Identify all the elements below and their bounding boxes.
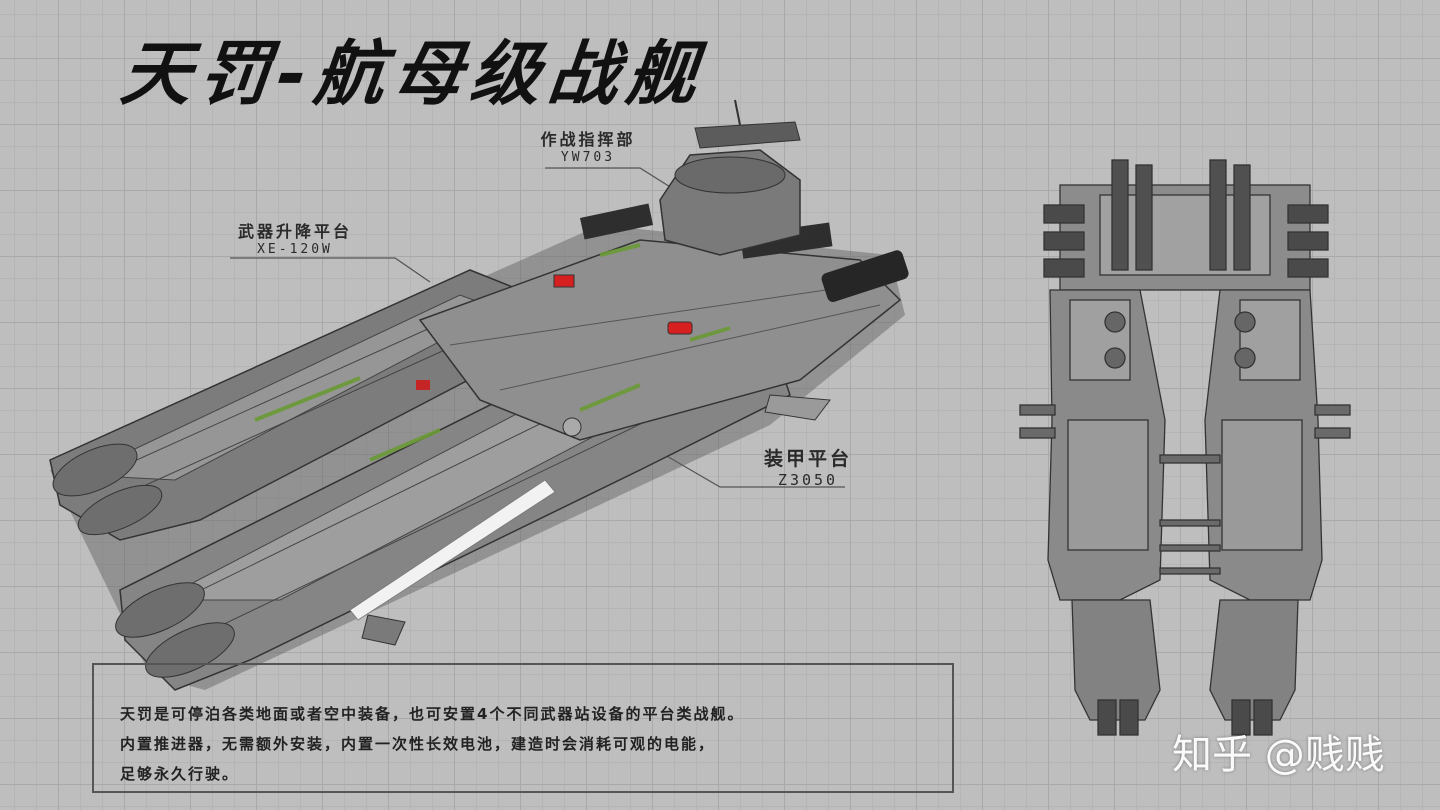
callout-armor-platform-label: 装甲平台 bbox=[763, 448, 852, 470]
warship-top-view-icon bbox=[1019, 159, 1351, 736]
watermark: 知乎 @贱贱 bbox=[1172, 732, 1385, 778]
description-line-3: 足够永久行驶。 bbox=[120, 765, 240, 783]
callout-leader-lines bbox=[230, 167, 845, 488]
description-box: 天罚是可停泊各类地面或者空中装备，也可安置4个不同武器站设备的平台类战舰。 内置… bbox=[92, 663, 954, 793]
warship-perspective-icon bbox=[49, 99, 909, 691]
description-line-2: 内置推进器，无需额外安装，内置一次性长效电池，建造时会消耗可观的电能， bbox=[120, 735, 716, 753]
callout-weapon-platform-code: XE-120W bbox=[257, 242, 333, 257]
callout-armor-platform: 装甲平台 Z3050 bbox=[752, 444, 864, 489]
callout-command-label: 作战指挥部 bbox=[540, 130, 636, 149]
callout-command: 作战指挥部 YW703 bbox=[528, 126, 648, 165]
description-line-1: 天罚是可停泊各类地面或者空中装备，也可安置4个不同武器站设备的平台类战舰。 bbox=[120, 705, 745, 723]
callout-weapon-platform-label: 武器升降平台 bbox=[237, 222, 352, 241]
callout-weapon-platform: 武器升降平台 XE-120W bbox=[220, 218, 370, 257]
callout-armor-platform-code: Z3050 bbox=[777, 471, 839, 489]
callout-command-code: YW703 bbox=[560, 150, 616, 165]
